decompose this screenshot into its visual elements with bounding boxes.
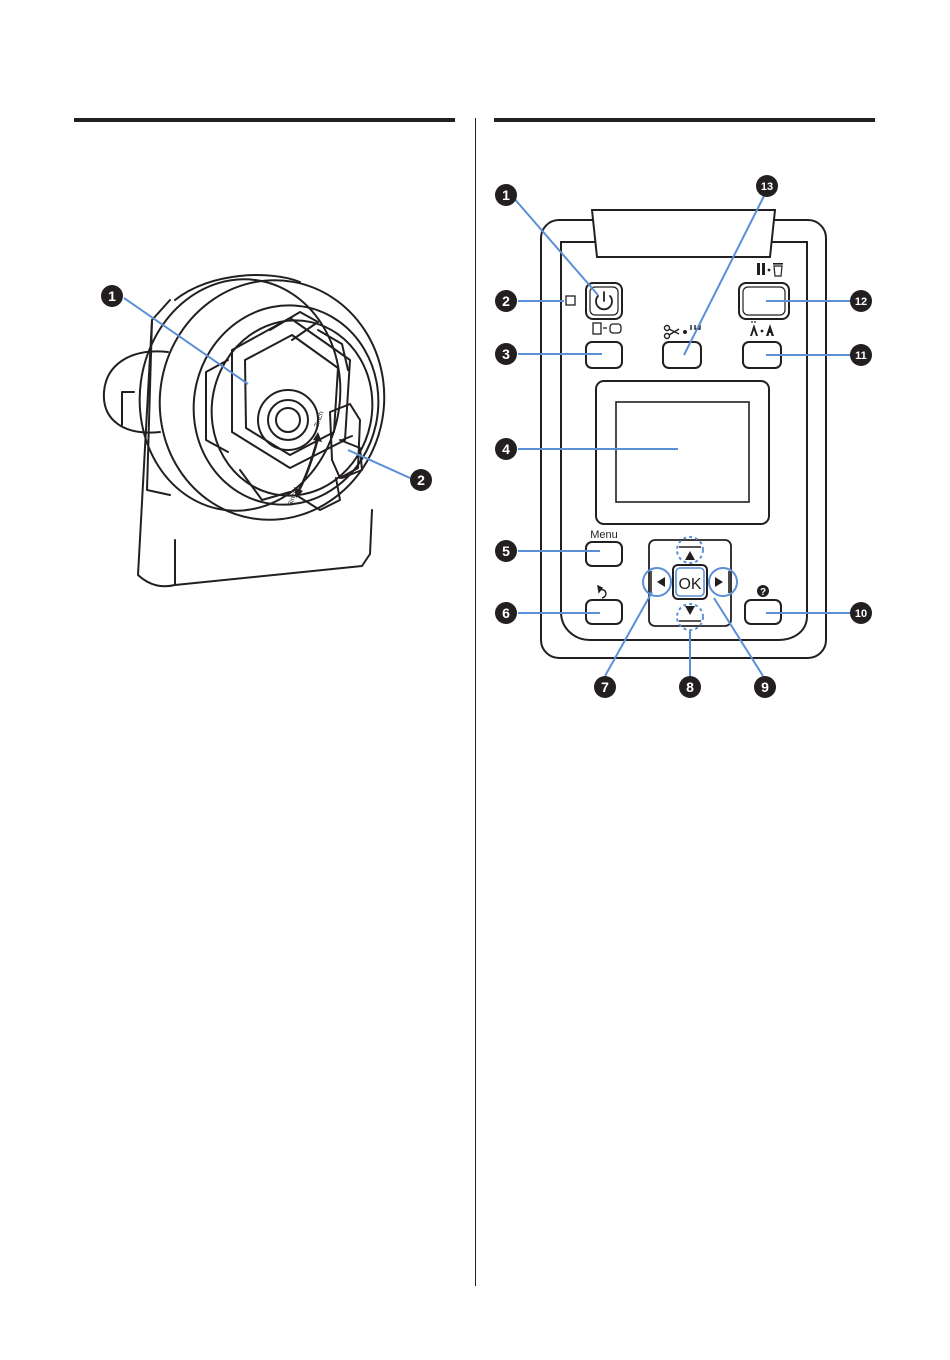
svg-text:13: 13 — [761, 181, 773, 193]
svg-text:12: 12 — [855, 296, 867, 308]
panel-callout-5: 5 — [495, 540, 517, 562]
svg-text:1: 1 — [502, 187, 510, 203]
svg-text:6: 6 — [502, 605, 510, 621]
svg-text:3: 3 — [502, 346, 510, 362]
svg-text:9: 9 — [761, 679, 769, 695]
control-panel-figure: Menu OK ? — [0, 0, 950, 760]
panel-callout-10: 10 — [850, 602, 872, 624]
cut-button[interactable] — [663, 342, 701, 368]
head-clean-icon — [750, 321, 774, 336]
panel-callout-8: 8 — [679, 676, 701, 698]
svg-text:2: 2 — [502, 293, 510, 309]
panel-leader-1 — [512, 196, 598, 295]
svg-text:8: 8 — [686, 679, 694, 695]
panel-callout-11: 11 — [850, 344, 872, 366]
svg-text:11: 11 — [855, 350, 867, 362]
ok-button-label: OK — [678, 576, 701, 593]
ok-button[interactable]: OK — [673, 565, 707, 599]
panel-callout-13: 13 — [756, 175, 778, 197]
question-icon: ? — [757, 585, 769, 598]
back-icon — [598, 586, 606, 598]
sheet-to-roll-icon — [593, 323, 621, 334]
panel-callout-1: 1 — [495, 184, 517, 206]
panel-callout-2: 2 — [495, 290, 517, 312]
svg-text:7: 7 — [601, 679, 609, 695]
display-screen — [596, 381, 769, 524]
menu-button[interactable] — [586, 542, 622, 566]
power-light — [566, 296, 575, 305]
panel-top-tab — [592, 210, 775, 257]
svg-text:5: 5 — [502, 543, 510, 559]
menu-button-label: Menu — [590, 529, 618, 541]
svg-text:4: 4 — [502, 441, 510, 457]
pause-delete-icon — [757, 263, 783, 276]
panel-callout-7: 7 — [594, 676, 616, 698]
panel-callout-6: 6 — [495, 602, 517, 624]
svg-text:10: 10 — [855, 608, 867, 620]
svg-text:?: ? — [760, 587, 766, 598]
panel-callout-4: 4 — [495, 438, 517, 460]
panel-callout-12: 12 — [850, 290, 872, 312]
panel-callout-3: 3 — [495, 343, 517, 365]
panel-callout-9: 9 — [754, 676, 776, 698]
